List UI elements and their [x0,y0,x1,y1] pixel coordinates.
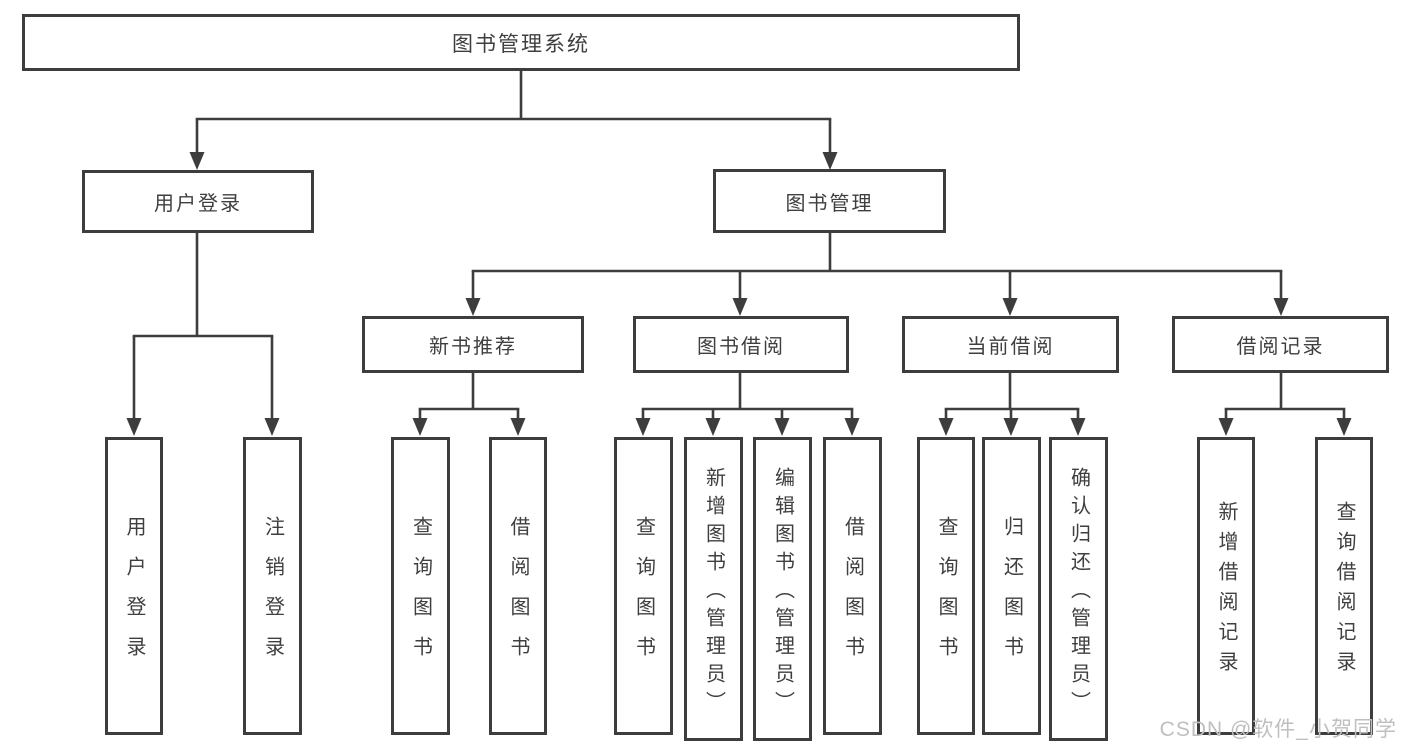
leaf-edit-book-admin: 编辑图书（管理员） [753,437,812,741]
node-root-label: 图书管理系统 [452,32,590,56]
leaf-add-borrow-record: 新增借阅记录 [1197,437,1255,735]
leaf-recommend-query-book: 查询图书 [391,437,450,735]
node-book-borrow-label: 图书借阅 [697,336,785,358]
leaf-query-borrow-record: 查询借阅记录 [1315,437,1373,735]
node-new-book-recommend-label: 新书推荐 [429,336,517,358]
leaf-user-login-action: 用户登录 [105,437,163,735]
node-book-borrow: 图书借阅 [633,316,849,373]
csdn-watermark: CSDN @软件_小贺同学 [1159,718,1397,741]
leaf-current-query-book: 查询图书 [917,437,975,735]
node-book-management-label: 图书管理 [785,192,874,215]
node-user-login: 用户登录 [82,170,314,233]
node-book-management: 图书管理 [713,169,946,233]
leaf-confirm-return-admin: 确认归还（管理员） [1049,437,1108,741]
node-current-borrow: 当前借阅 [902,316,1119,373]
leaf-add-book-admin: 新增图书（管理员） [684,437,743,741]
leaf-return-book: 归还图书 [982,437,1041,735]
node-current-borrow-label: 当前借阅 [966,336,1055,358]
node-borrow-records: 借阅记录 [1172,316,1389,373]
node-root-system: 图书管理系统 [22,14,1020,71]
node-borrow-records-label: 借阅记录 [1236,336,1325,358]
node-new-book-recommend: 新书推荐 [362,316,584,373]
node-user-login-label: 用户登录 [154,193,242,215]
leaf-logout-action: 注销登录 [243,437,302,735]
leaf-borrow-book-action: 借阅图书 [823,437,882,735]
leaf-borrow-query-book: 查询图书 [614,437,673,735]
leaf-recommend-borrow-book: 借阅图书 [489,437,547,735]
